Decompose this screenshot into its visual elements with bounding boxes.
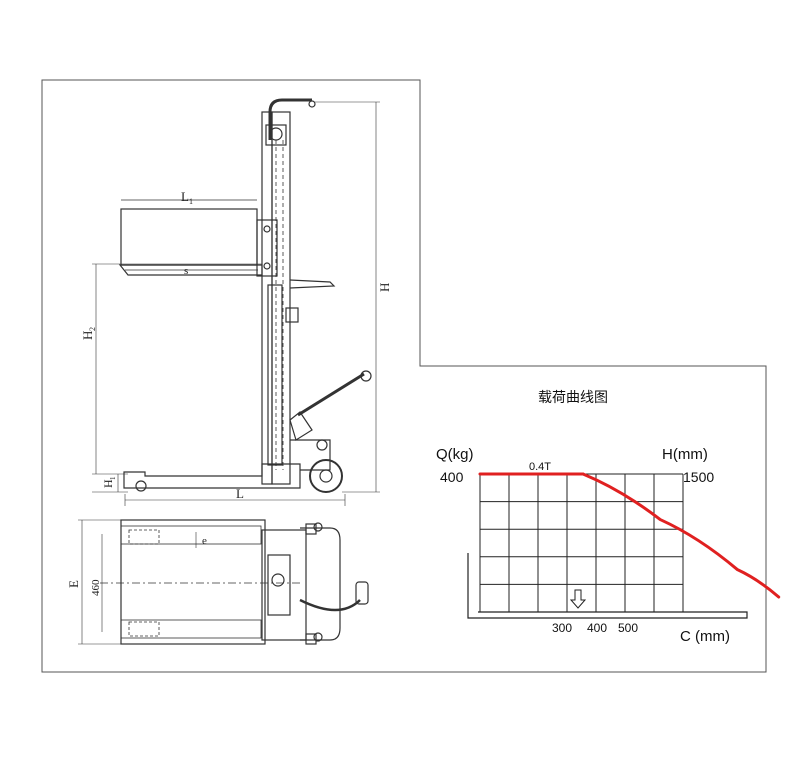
- x-tick-label: 400: [587, 621, 607, 635]
- fork-base: [467, 553, 748, 619]
- capacity-label: 0.4T: [529, 461, 551, 473]
- label-H1: H: [101, 479, 115, 488]
- load-curve-falloff-segment: [581, 472, 781, 599]
- x-tick-label: 300: [552, 621, 572, 635]
- down-arrow-icon: [569, 589, 587, 609]
- load-chart: 载荷曲线图 Q(kg) H(mm) 400 1500 0.4T 300 400 …: [436, 390, 781, 645]
- tiller-grip: [355, 581, 369, 605]
- top-handle: [268, 98, 312, 140]
- pump-lever: [297, 372, 365, 417]
- mast-left: [261, 111, 273, 485]
- label-e: e: [202, 535, 207, 547]
- drawing-frame: [41, 79, 767, 673]
- label-L: L: [236, 486, 244, 501]
- top-platform: [120, 519, 266, 645]
- y-axis-label: Q(kg): [436, 446, 474, 463]
- platform-box: [120, 208, 258, 266]
- rated-load-label: 400: [440, 469, 464, 485]
- label-H1-sub: 1: [109, 476, 117, 480]
- label-L1-sub: 1: [189, 197, 193, 206]
- chart-title: 载荷曲线图: [538, 390, 608, 406]
- mast-right: [271, 111, 291, 485]
- label-H2: H: [80, 331, 95, 340]
- tiller-arm: [299, 598, 361, 612]
- front-wheel: [135, 480, 147, 492]
- right-axis-label: H(mm): [662, 446, 708, 463]
- label-s: s: [184, 265, 188, 277]
- label-H2-sub: 2: [88, 327, 97, 331]
- label-H: H: [377, 283, 392, 292]
- base-leg: [123, 463, 301, 489]
- load-curve: [478, 472, 781, 599]
- top-mast: [261, 529, 307, 641]
- label-E: E: [66, 580, 81, 588]
- x-tick-label: 500: [618, 621, 638, 635]
- side-view: [92, 98, 380, 506]
- rated-height-label: 1500: [683, 469, 714, 485]
- top-view: [78, 519, 369, 645]
- rear-wheel: [309, 459, 343, 493]
- label-460: 460: [90, 579, 102, 596]
- hydraulic-cylinder: [267, 284, 283, 466]
- label-L1: L: [181, 189, 189, 204]
- side-grip: [289, 279, 336, 289]
- x-axis-label: C (mm): [680, 628, 730, 645]
- carriage-plate: [256, 219, 278, 277]
- chain-pulley: [265, 124, 287, 146]
